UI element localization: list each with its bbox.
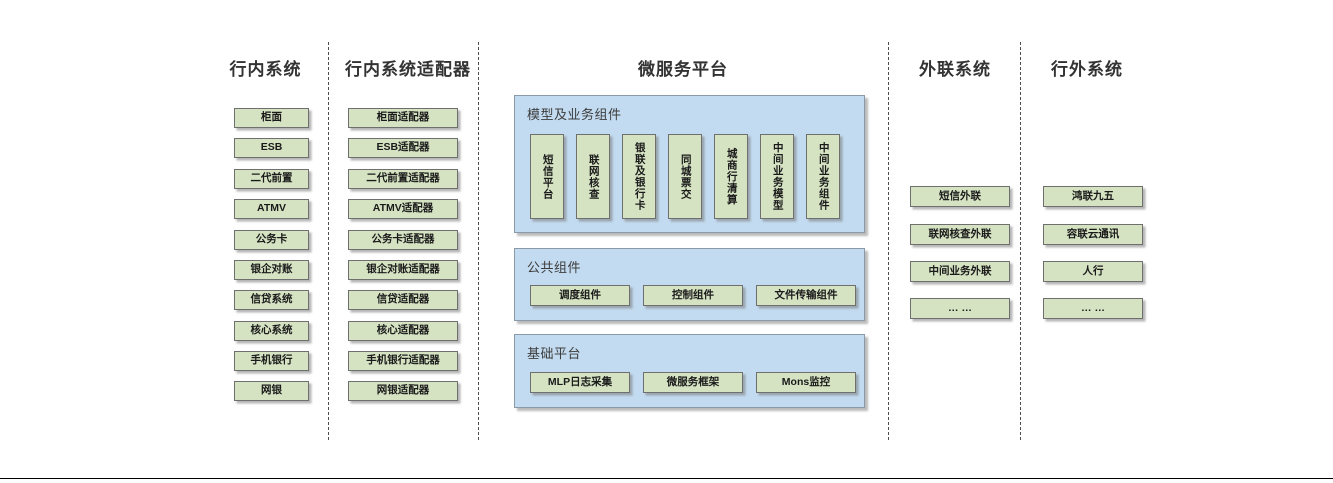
node-external-link-3[interactable]: 中间业务外联 xyxy=(910,261,1010,282)
node-in-bank-system-6[interactable]: 银企对账 xyxy=(234,260,309,280)
panel-label-public-components: 公共组件 xyxy=(527,260,582,275)
column-divider-3 xyxy=(888,42,889,440)
node-in-bank-system-3[interactable]: 二代前置 xyxy=(234,169,309,189)
node-in-bank-adapter-6[interactable]: 银企对账适配器 xyxy=(348,260,458,280)
node-model-component-6[interactable]: 中间业务模型 xyxy=(760,134,794,219)
node-in-bank-system-4[interactable]: ATMV xyxy=(234,199,309,219)
column-divider-1 xyxy=(328,42,329,440)
node-base-platform-1[interactable]: MLP日志采集 xyxy=(530,372,630,393)
node-in-bank-adapter-9[interactable]: 手机银行适配器 xyxy=(348,351,458,371)
column-divider-4 xyxy=(1020,42,1021,440)
node-out-of-bank-1[interactable]: 鸿联九五 xyxy=(1043,186,1143,207)
node-public-component-2[interactable]: 控制组件 xyxy=(643,285,743,306)
column-title-external-link-systems: 外联系统 xyxy=(919,60,991,79)
node-in-bank-adapter-7[interactable]: 信贷适配器 xyxy=(348,290,458,310)
bottom-divider xyxy=(0,478,1333,479)
node-external-link-1[interactable]: 短信外联 xyxy=(910,186,1010,207)
node-in-bank-adapter-5[interactable]: 公务卡适配器 xyxy=(348,230,458,250)
node-in-bank-system-10[interactable]: 网银 xyxy=(234,381,309,401)
panel-label-base-platform: 基础平台 xyxy=(527,346,582,361)
node-base-platform-2[interactable]: 微服务框架 xyxy=(643,372,743,393)
column-title-microservice-platform: 微服务平台 xyxy=(638,60,728,79)
node-model-component-3[interactable]: 银联及银行卡 xyxy=(622,134,656,219)
column-title-in-bank-systems: 行内系统 xyxy=(229,60,302,79)
node-model-component-1[interactable]: 短信平台 xyxy=(530,134,564,219)
node-public-component-3[interactable]: 文件传输组件 xyxy=(756,285,856,306)
node-model-component-4[interactable]: 同城票交 xyxy=(668,134,702,219)
node-model-component-7[interactable]: 中间业务组件 xyxy=(806,134,840,219)
column-title-in-bank-adapters: 行内系统适配器 xyxy=(345,60,471,79)
node-in-bank-system-7[interactable]: 信贷系统 xyxy=(234,290,309,310)
panel-public-components: 公共组件 调度组件 控制组件 文件传输组件 xyxy=(514,248,865,321)
column-divider-2 xyxy=(478,42,479,440)
node-in-bank-system-2[interactable]: ESB xyxy=(234,138,309,158)
node-in-bank-system-1[interactable]: 柜面 xyxy=(234,108,309,128)
node-in-bank-adapter-3[interactable]: 二代前置适配器 xyxy=(348,169,458,189)
column-title-out-of-bank-systems: 行外系统 xyxy=(1051,60,1123,79)
node-in-bank-system-9[interactable]: 手机银行 xyxy=(234,351,309,371)
node-external-link-4[interactable]: … … xyxy=(910,298,1010,319)
node-in-bank-adapter-10[interactable]: 网银适配器 xyxy=(348,381,458,401)
node-public-component-1[interactable]: 调度组件 xyxy=(530,285,630,306)
node-in-bank-system-8[interactable]: 核心系统 xyxy=(234,321,309,341)
panel-base-platform: 基础平台 MLP日志采集 微服务框架 Mons监控 xyxy=(514,334,865,408)
node-in-bank-adapter-2[interactable]: ESB适配器 xyxy=(348,138,458,158)
node-in-bank-adapter-4[interactable]: ATMV适配器 xyxy=(348,199,458,219)
node-in-bank-adapter-8[interactable]: 核心适配器 xyxy=(348,321,458,341)
node-model-component-5[interactable]: 城商行清算 xyxy=(714,134,748,219)
panel-label-model-business-components: 模型及业务组件 xyxy=(527,107,622,122)
node-out-of-bank-3[interactable]: 人行 xyxy=(1043,261,1143,282)
node-in-bank-system-5[interactable]: 公务卡 xyxy=(234,230,309,250)
node-out-of-bank-4[interactable]: … … xyxy=(1043,298,1143,319)
node-model-component-2[interactable]: 联网核查 xyxy=(576,134,610,219)
node-external-link-2[interactable]: 联网核查外联 xyxy=(910,224,1010,245)
node-base-platform-3[interactable]: Mons监控 xyxy=(756,372,856,393)
node-in-bank-adapter-1[interactable]: 柜面适配器 xyxy=(348,108,458,128)
node-out-of-bank-2[interactable]: 容联云通讯 xyxy=(1043,224,1143,245)
panel-model-business-components: 模型及业务组件 短信平台 联网核查 银联及银行卡 同城票交 城商行清算 中间业务… xyxy=(514,95,865,233)
